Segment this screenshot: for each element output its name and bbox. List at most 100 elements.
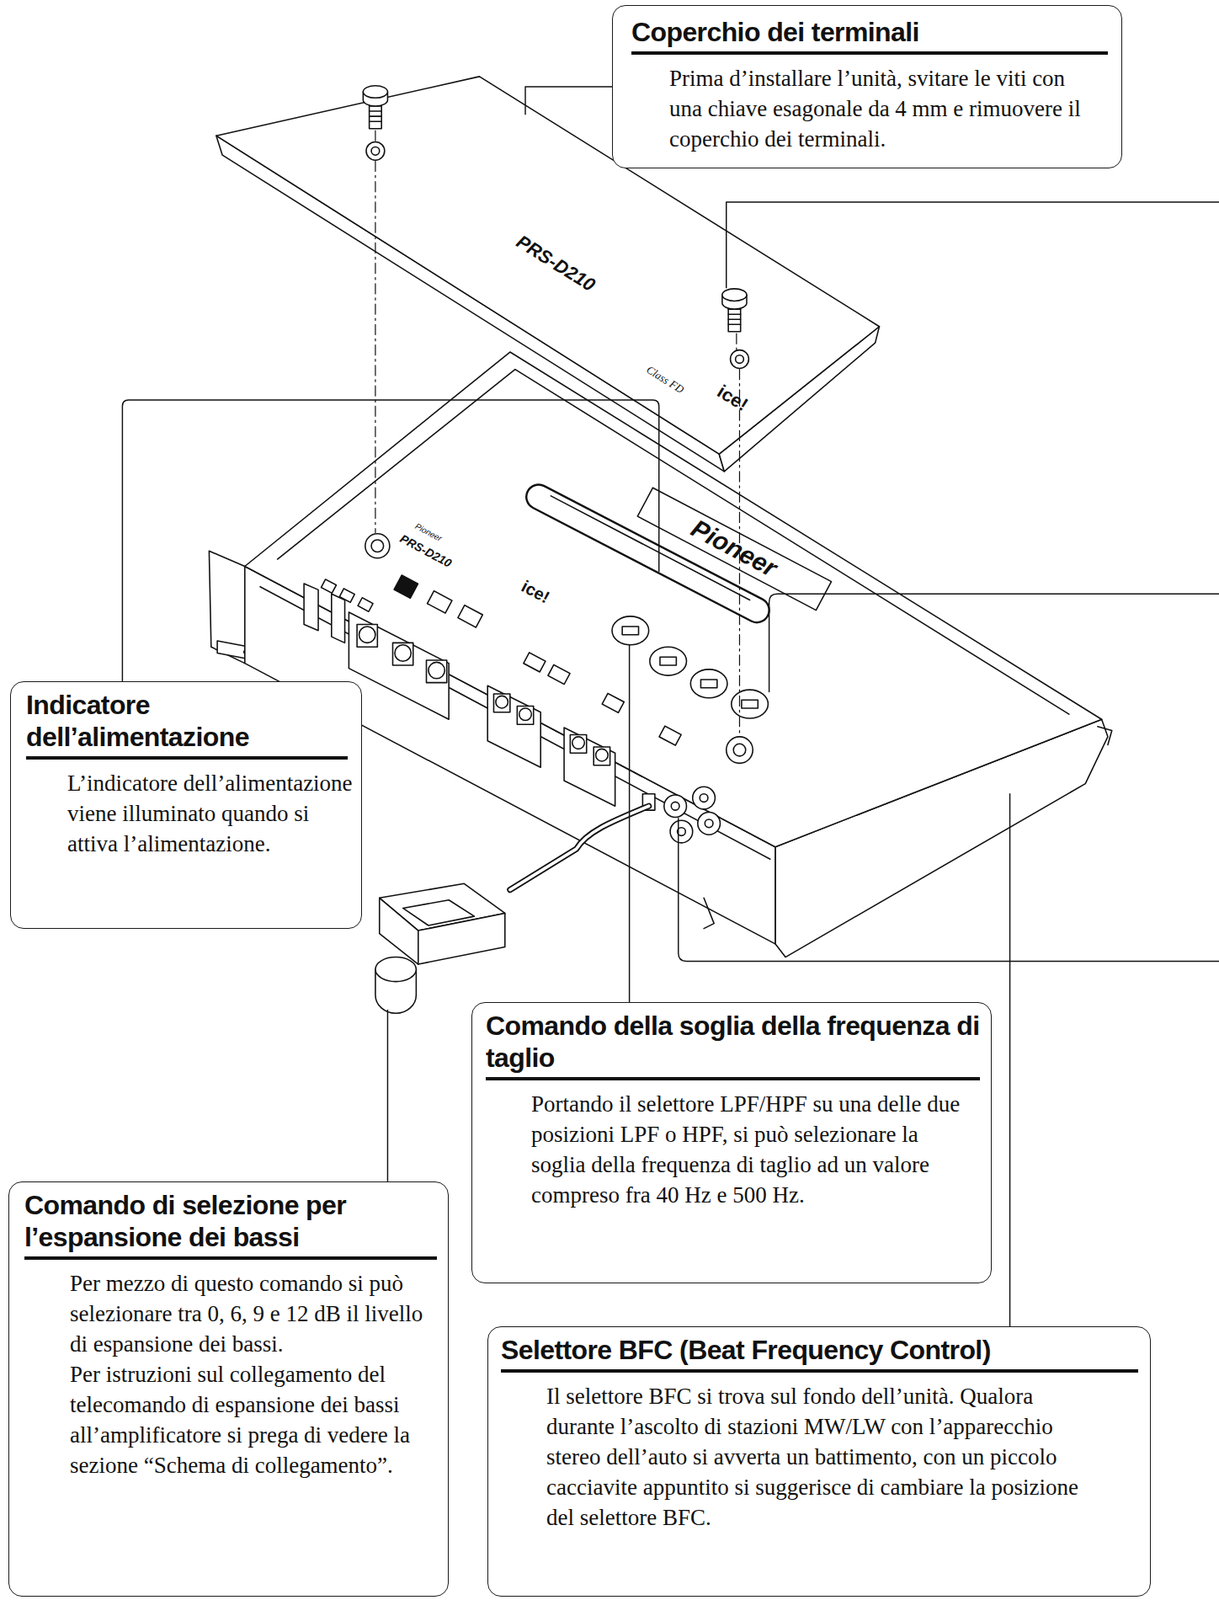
terminal-block xyxy=(428,661,445,678)
screw-axis xyxy=(735,333,737,350)
rca-jack xyxy=(697,812,721,836)
control-knob xyxy=(690,669,728,698)
callout-heading: Selettore BFC (Beat Frequency Control) xyxy=(500,1333,1139,1373)
terminal-block xyxy=(394,644,411,661)
indicator-led xyxy=(357,597,373,612)
remote-control xyxy=(403,899,475,926)
control-knob xyxy=(649,646,687,676)
screw xyxy=(369,106,383,122)
rca-jack xyxy=(699,793,708,803)
device-marking: ice! xyxy=(713,380,752,416)
remote-control xyxy=(510,805,650,889)
leader-line xyxy=(1009,793,1011,1327)
leader-line xyxy=(525,86,613,115)
screw xyxy=(362,85,388,99)
amplifier-body xyxy=(1097,726,1113,746)
screw-hole xyxy=(726,736,754,764)
screw-hole xyxy=(371,539,384,553)
callout-body: Portando il selettore LPF/HPF su una del… xyxy=(531,1088,978,1210)
terminal-block xyxy=(487,685,541,767)
screw-hole xyxy=(365,533,390,559)
rca-jack xyxy=(664,794,687,818)
control-knob xyxy=(622,626,639,635)
screw-axis xyxy=(374,160,376,533)
terminal-block xyxy=(569,734,586,753)
rca-jack xyxy=(704,819,714,828)
callout-body: Per istruzioni sul collegamento del tele… xyxy=(69,1358,434,1480)
terminal-block xyxy=(331,593,346,643)
terminal-block xyxy=(516,705,533,724)
rca-jack xyxy=(692,786,716,810)
indicator-led xyxy=(393,574,418,598)
terminal-cover xyxy=(366,141,385,160)
indicator-led xyxy=(548,664,570,684)
terminal-block xyxy=(564,727,616,806)
logo-plate xyxy=(637,487,831,610)
screw-hole xyxy=(365,533,753,764)
callout-box: Comando di selezione per l’espansione de… xyxy=(8,1181,449,1597)
control-knob xyxy=(612,616,768,719)
device-marking: PRS-D210 xyxy=(398,531,455,570)
screw-axis xyxy=(375,130,740,737)
callout-heading: Comando di selezione per l’espansione de… xyxy=(24,1188,437,1260)
control-knob xyxy=(731,689,769,719)
rca-jack xyxy=(670,819,693,843)
control-knob xyxy=(741,699,758,708)
callout-body: Il selettore BFC si trova sul fondo dell… xyxy=(546,1380,1107,1533)
indicator-led xyxy=(427,590,453,613)
leader-line xyxy=(678,818,1219,962)
terminal-block xyxy=(425,660,447,683)
leader-line xyxy=(769,593,1219,692)
control-knob xyxy=(612,616,650,645)
terminal-block xyxy=(596,748,609,762)
terminal-block xyxy=(493,693,510,713)
callout-heading: Indicatore dell’alimentazione xyxy=(26,688,348,760)
callout-body: Per mezzo di questo comando si può selez… xyxy=(69,1267,434,1359)
indicator-led xyxy=(659,725,682,746)
amplifier-body xyxy=(703,897,714,928)
callout-box: Selettore BFC (Beat Frequency Control) Il… xyxy=(487,1325,1151,1597)
remote-control xyxy=(375,957,416,982)
leader-line xyxy=(387,1010,389,1182)
terminal-block xyxy=(572,736,586,750)
terminal-cover xyxy=(735,355,745,364)
callout-box: Coperchio dei terminaliPrima d’installar… xyxy=(612,5,1123,169)
callout-heading: Comando della soglia della frequenza di … xyxy=(485,1009,980,1081)
control-knob xyxy=(700,679,717,688)
logo-plate xyxy=(637,487,831,610)
callout-body: L’indicatore dell’alimentazione viene il… xyxy=(67,767,358,859)
leader-line xyxy=(122,399,659,682)
callout-body: Prima d’installare l’unità, svitare le v… xyxy=(669,63,1103,155)
indicator-led xyxy=(601,692,624,713)
device-marking: Class FD xyxy=(644,362,687,397)
terminal-block xyxy=(519,707,533,721)
control-knob xyxy=(660,656,677,666)
indicator-led xyxy=(457,605,483,628)
terminal-block xyxy=(348,612,449,719)
terminal-block xyxy=(303,583,319,631)
indicator-led xyxy=(523,652,546,672)
screw xyxy=(728,308,741,325)
leader-line xyxy=(628,644,630,1002)
rca-jack xyxy=(670,801,680,810)
screw xyxy=(722,288,747,302)
terminal-cover xyxy=(371,146,380,155)
callout-box: Indicatore dell’alimentazioneL’indicator… xyxy=(10,681,362,929)
device-marking: ice! xyxy=(517,576,553,607)
terminal-block xyxy=(495,695,509,708)
terminal-block xyxy=(356,624,378,648)
screw-axis xyxy=(374,130,376,144)
callout-box: Comando della soglia della frequenza di … xyxy=(471,1001,992,1283)
remote-control xyxy=(510,805,650,889)
terminal-block xyxy=(393,642,414,666)
device-marking: Pioneer xyxy=(686,513,782,583)
terminal-cover xyxy=(730,350,750,369)
remote-control xyxy=(375,805,650,1013)
screw-hole xyxy=(733,743,746,756)
rca-jack xyxy=(642,786,720,843)
callout-heading: Coperchio dei terminali xyxy=(631,15,1108,55)
terminal-block xyxy=(359,626,376,643)
leader-line xyxy=(726,202,1219,288)
